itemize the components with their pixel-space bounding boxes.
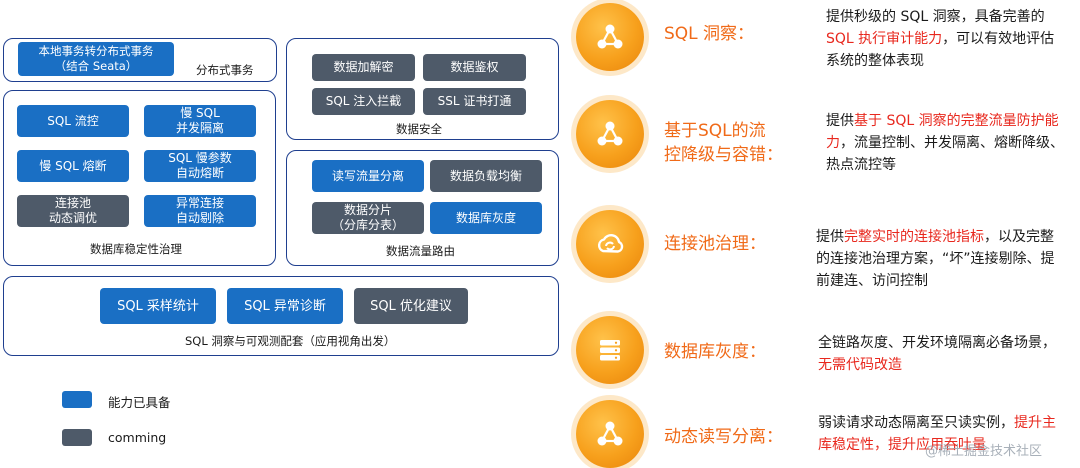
feature-title-sql-insight: SQL 洞察： — [664, 24, 755, 44]
feature-desc-highlight: 提升主库稳定性，提升应用吞吐量 — [818, 415, 1056, 453]
feature-title-flow-control: 基于SQL的流 控降级与容错： — [664, 121, 783, 165]
chip-slow-sql-isolation: 慢 SQL 并发隔离 — [144, 105, 256, 137]
feature-desc-seg: ，可以有效地评估系统的整体表现 — [826, 31, 1055, 69]
feature-title-pool-governance: 连接池治理： — [664, 234, 766, 254]
feature-title-db-gray-release: 数据库灰度： — [664, 342, 766, 362]
chip-pool-dynamic-tuning: 连接池 动态调优 — [17, 195, 129, 227]
traffic-routing-caption: 数据流量路由 — [386, 244, 455, 258]
observability-caption: SQL 洞察与可观测配套（应用视角出发） — [185, 334, 396, 348]
feature-title-dynamic-rw-split: 动态读写分离： — [664, 427, 783, 447]
chip-abnormal-conn-removal: 异常连接 自动剔除 — [144, 195, 256, 227]
feature-desc-seg: 弱读请求动态隔离至只读实例， — [818, 415, 1014, 431]
feature-desc-db-gray-release: 全链路灰度、开发环境隔离必备场景， 无需代码改造 — [818, 332, 1058, 376]
feature-desc-flow-control: 提供基于 SQL 洞察的完整流量防护能力，流量控制、并发隔离、熔断降级、热点流控… — [826, 110, 1066, 176]
chip-sql-flow-control: SQL 流控 — [17, 105, 129, 137]
feature-desc-highlight: SQL 执行审计能力 — [826, 31, 943, 47]
chip-data-auth: 数据鉴权 — [423, 54, 526, 81]
chip-rw-split: 读写流量分离 — [312, 160, 424, 192]
feature-desc-seg: ，流量控制、并发隔离、熔断降级、热点流控等 — [826, 135, 1064, 173]
server-stack-icon — [576, 316, 644, 384]
feature-desc-seg: ，以及完整的连接池治理方案，“坏”连接剔除、提前建连、访问控制 — [816, 229, 1055, 289]
legend-swatch-available — [62, 391, 92, 408]
chip-load-balance: 数据负载均衡 — [430, 160, 542, 192]
feature-desc-seg: 提供秒级的 SQL 洞察，具备完善的 — [826, 9, 1045, 25]
legend-swatch-coming — [62, 429, 92, 446]
legend-label-coming: comming — [108, 430, 167, 445]
feature-desc-seg: 提供 — [816, 229, 844, 245]
chip-sql-diagnosis: SQL 异常诊断 — [227, 288, 343, 324]
chip-sql-injection-block: SQL 注入拦截 — [312, 88, 415, 115]
feature-desc-seg: 全链路灰度、开发环境隔离必备场景， — [818, 335, 1056, 351]
distributed-transaction-caption: 分布式事务 — [196, 63, 254, 77]
feature-desc-seg: 提供 — [826, 113, 854, 129]
data-security-caption: 数据安全 — [396, 122, 442, 136]
feature-desc-pool-governance: 提供完整实时的连接池指标，以及完整的连接池治理方案，“坏”连接剔除、提前建连、访… — [816, 226, 1066, 292]
chip-sql-slow-param-break: SQL 慢参数 自动熔断 — [144, 150, 256, 182]
share-nodes-icon — [576, 100, 644, 168]
feature-desc-sql-insight: 提供秒级的 SQL 洞察，具备完善的 SQL 执行审计能力，可以有效地评估系统的整… — [826, 6, 1066, 72]
chip-slow-sql-circuit-break: 慢 SQL 熔断 — [17, 150, 129, 182]
feature-desc-highlight: 完整实时的连接池指标 — [844, 229, 984, 245]
chip-sql-optimization: SQL 优化建议 — [354, 288, 468, 324]
chip-data-encryption: 数据加解密 — [312, 54, 415, 81]
chip-db-gray-release: 数据库灰度 — [430, 202, 542, 234]
feature-desc-highlight: 无需代码改造 — [818, 357, 902, 373]
chip-sql-sampling: SQL 采样统计 — [100, 288, 216, 324]
share-nodes-icon — [576, 400, 644, 468]
db-stability-caption: 数据库稳定性治理 — [90, 242, 182, 256]
legend-label-available: 能力已具备 — [108, 395, 171, 410]
feature-desc-dynamic-rw-split: 弱读请求动态隔离至只读实例，提升主库稳定性，提升应用吞吐量 — [818, 412, 1058, 456]
feature-desc-highlight: 基于 SQL 洞察的完整流量防护能力 — [826, 113, 1059, 151]
chip-ssl-cert: SSL 证书打通 — [423, 88, 526, 115]
cloud-sync-icon — [576, 210, 644, 278]
chip-sharding: 数据分片 （分库分表） — [312, 202, 424, 234]
share-nodes-icon — [576, 3, 644, 71]
chip-local-to-distributed-tx: 本地事务转分布式事务 （结合 Seata） — [18, 42, 174, 76]
watermark: @稀土掘金技术社区 — [925, 444, 1043, 459]
